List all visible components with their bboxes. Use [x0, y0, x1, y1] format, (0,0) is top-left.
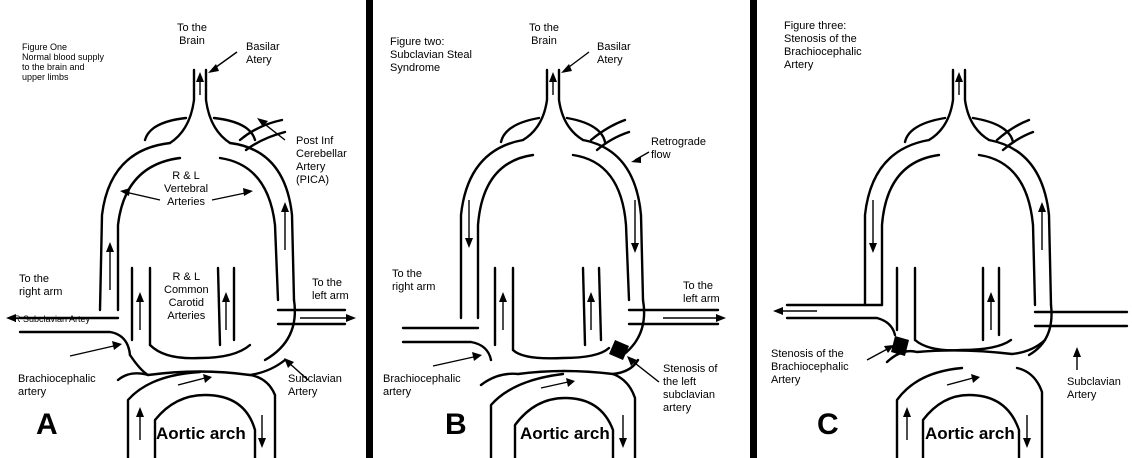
panel-divider-2 — [750, 0, 757, 458]
panel-b-caption: Figure two: Subclavian Steal Syndrome — [390, 36, 472, 75]
panel-a-carotid-label: R & L Common Carotid Arteries — [164, 271, 209, 323]
panel-c-stenosis-label: Stenosis of the Brachiocephalic Artery — [771, 348, 849, 387]
panel-c-caption: Figure three: Stenosis of the Brachiocep… — [784, 20, 862, 72]
panel-b-aortic-arch-label: Aortic arch — [520, 424, 610, 444]
panel-b-to-brain-label: To the Brain — [529, 22, 559, 48]
panel-b-letter: B — [445, 408, 467, 442]
panel-c-aortic-arch-label: Aortic arch — [925, 424, 1015, 444]
panel-b-retrograde-label: Retrograde flow — [651, 136, 706, 162]
panel-a-vertebral-label: R & L Vertebral Arteries — [164, 170, 208, 209]
panel-c: Figure three: Stenosis of the Brachiocep… — [757, 0, 1132, 458]
panel-a-to-brain-label: To the Brain — [177, 22, 207, 48]
panel-a-caption: Figure One Normal blood supply to the br… — [22, 42, 104, 82]
panel-a-basilar-label: Basilar Atery — [246, 41, 280, 67]
panel-a-letter: A — [36, 408, 58, 442]
panel-c-letter: C — [817, 408, 839, 442]
panel-b-left-arm-label: To the left arm — [683, 280, 720, 306]
panel-a-r-subclavian-label: R Subclavian Artey — [14, 314, 90, 324]
panel-c-subclavian-label: Subclavian Artery — [1067, 376, 1121, 402]
panel-a-subclavian-label: Subclavian Artery — [288, 373, 342, 399]
panel-a-aortic-arch-label: Aortic arch — [156, 424, 246, 444]
panel-b-basilar-label: Basilar Atery — [597, 41, 631, 67]
panel-divider-1 — [366, 0, 373, 458]
panel-b-brachiocephalic-label: Brachiocephalic artery — [383, 373, 461, 399]
panel-b-stenosis-label: Stenosis of the left subclavian artery — [663, 363, 717, 415]
panel-b-right-arm-label: To the right arm — [392, 268, 435, 294]
panel-a-right-arm-label: To the right arm — [19, 273, 62, 299]
panel-a-pica-label: Post Inf Cerebellar Artery (PICA) — [296, 135, 347, 187]
panel-a: Figure One Normal blood supply to the br… — [0, 0, 366, 458]
panel-b: Figure two: Subclavian Steal Syndrome To… — [373, 0, 750, 458]
panel-a-brachiocephalic-label: Brachiocephalic artery — [18, 373, 96, 399]
panel-a-left-arm-label: To the left arm — [312, 277, 349, 303]
